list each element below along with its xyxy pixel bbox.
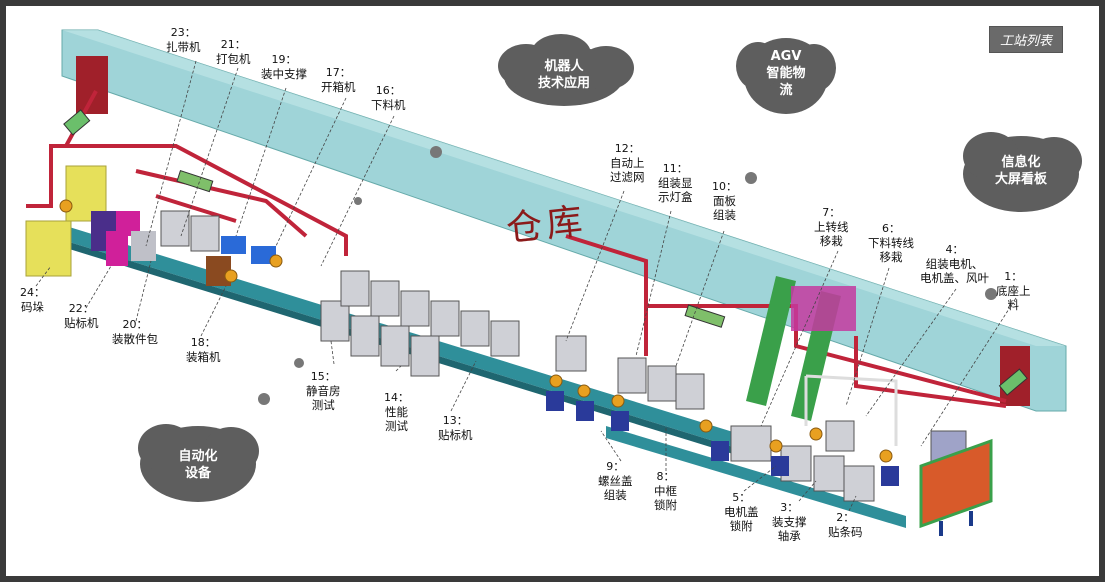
station-8-label: 8：中框锁附 <box>654 470 677 512</box>
station-1-label: 1：底座上料 <box>996 270 1031 312</box>
warehouse-label: 仓库 <box>504 200 589 251</box>
station-22-label: 22：贴标机 <box>64 302 99 330</box>
station-11-label: 11：组装显示灯盒 <box>658 162 693 204</box>
station-24-label: 24：码垛 <box>20 286 45 314</box>
station-19-label: 19：装中支撑 <box>261 53 307 81</box>
station-16-label: 16：下料机 <box>371 84 406 112</box>
station-9-label: 9：螺丝盖组装 <box>598 460 633 502</box>
station-23-label: 23：扎带机 <box>166 26 201 54</box>
station-12-label: 12：自动上过滤网 <box>610 142 645 184</box>
station-20-label: 20：装散件包 <box>112 318 158 346</box>
cloud-info: 信息化大屏看板 <box>994 155 1047 187</box>
station-18-label: 18：装箱机 <box>186 336 221 364</box>
station-5-label: 5：电机盖锁附 <box>724 491 759 533</box>
station-17-label: 17：开箱机 <box>321 66 356 94</box>
station-14-label: 14：性能测试 <box>384 391 409 433</box>
station-4-label: 4：组装电机、电机盖、风叶 <box>920 243 989 285</box>
cloud-robot: 机器人技术应用 <box>537 59 590 91</box>
station-7-label: 7：上转线移栽 <box>814 206 849 248</box>
station-list-button[interactable]: 工站列表 <box>988 26 1063 53</box>
warehouse-door-left <box>76 56 108 114</box>
station-13-label: 13：贴标机 <box>438 414 473 442</box>
cloud-automation: 自动化设备 <box>178 449 218 481</box>
layout-drawing <box>25 29 1082 536</box>
station-3-label: 3：装支撑轴承 <box>772 501 807 543</box>
station-21-label: 21：打包机 <box>216 38 251 66</box>
station-2-label: 2：贴条码 <box>828 511 863 539</box>
station-15-label: 15：静音房测试 <box>306 370 341 412</box>
station-10-label: 10：面板组装 <box>712 180 737 222</box>
station-6-label: 6：下料转线移栽 <box>868 222 914 264</box>
